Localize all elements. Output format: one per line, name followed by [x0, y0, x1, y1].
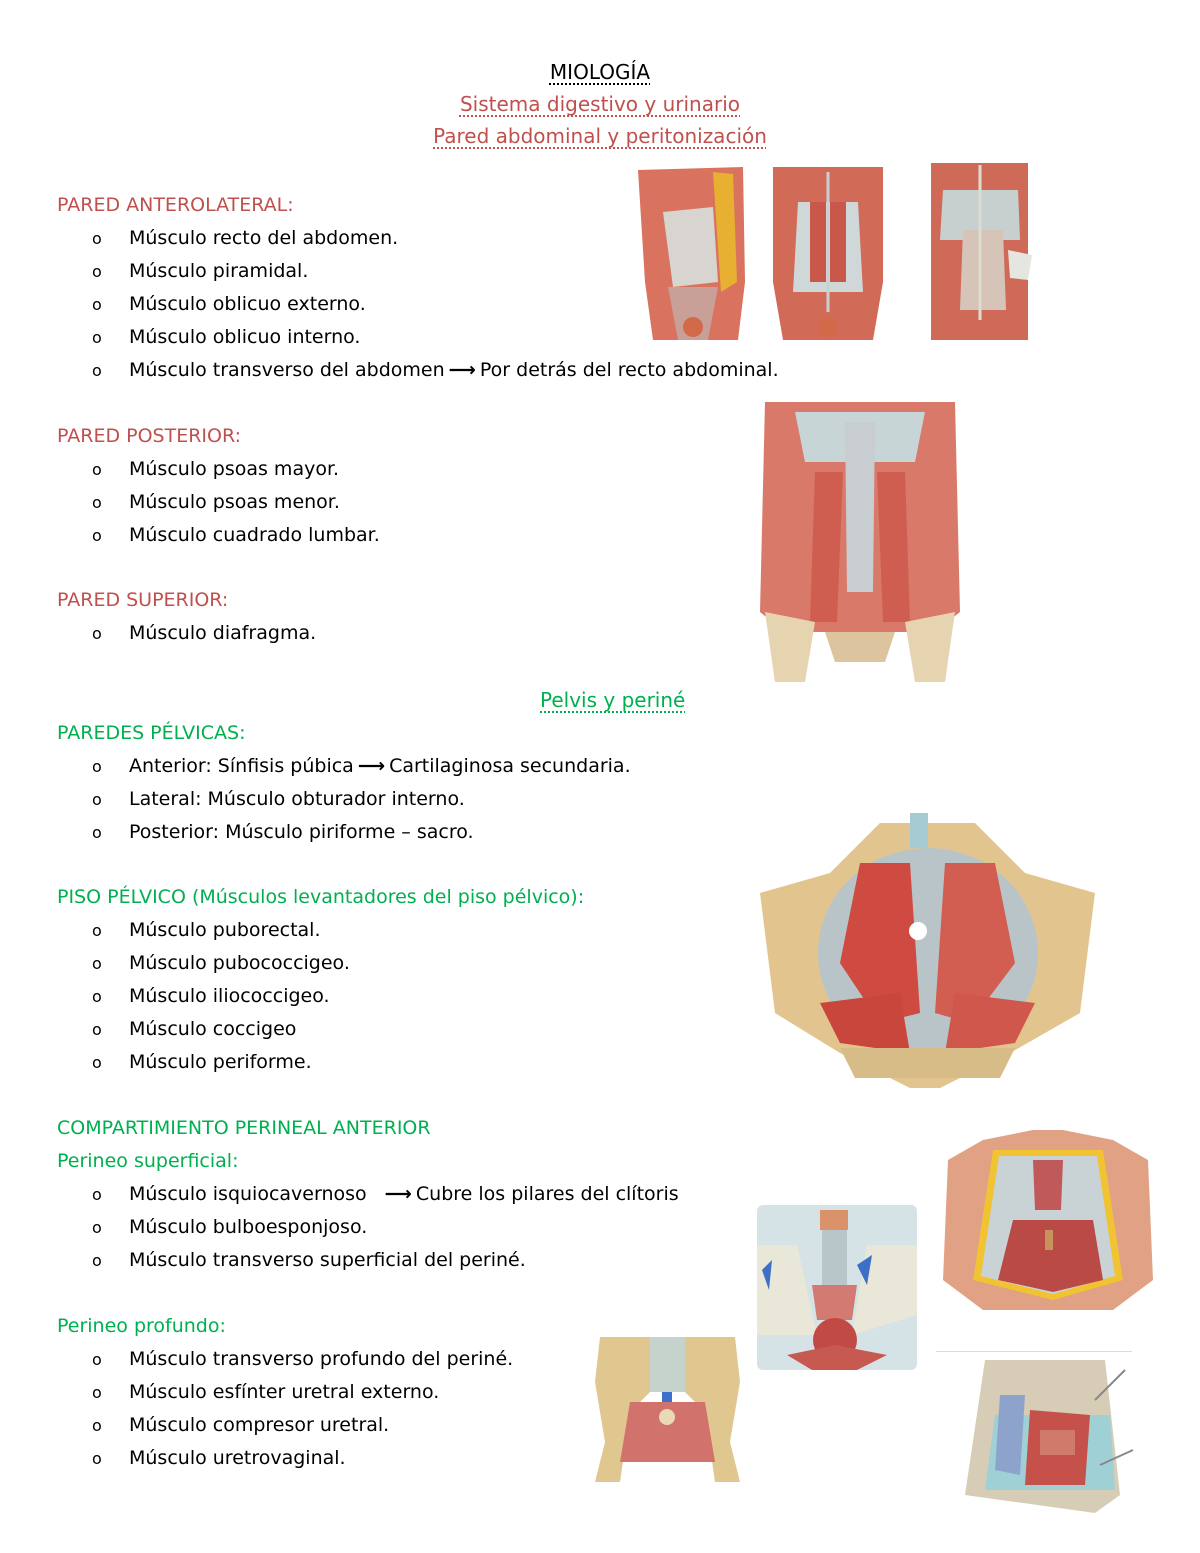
arrow-right-icon: ⟶: [357, 755, 386, 777]
anatomy-figure-perineum-female: [943, 1130, 1153, 1315]
heading-piso-pelvico: PISO PÉLVICO (Músculos levantadores del …: [57, 886, 585, 908]
heading-paredes-pelvicas: PAREDES PÉLVICAS:: [57, 722, 246, 744]
bullet-icon: o: [92, 823, 102, 842]
anatomy-figure-abdominal-wall-3: [928, 160, 1033, 342]
bullet-icon: o: [92, 295, 102, 314]
bullet-icon: o: [92, 361, 102, 380]
bullet-icon: o: [92, 1350, 102, 1369]
bullet-icon: o: [92, 1449, 102, 1468]
anatomy-figure-abdominal-wall-2: [768, 162, 888, 342]
anatomy-figure-pelvic-floor: [760, 813, 1095, 1088]
anatomy-figure-abdominal-wall-1: [633, 162, 751, 342]
bullet-icon: o: [92, 460, 102, 479]
bullet-icon: o: [92, 1383, 102, 1402]
bullet-icon: o: [92, 987, 102, 1006]
bullet-icon: o: [92, 624, 102, 643]
bullet-icon: o: [92, 1185, 102, 1204]
bullet-icon: o: [92, 262, 102, 281]
bullet-icon: o: [92, 790, 102, 809]
heading-compartimiento-perineal-anterior: COMPARTIMIENTO PERINEAL ANTERIOR: [57, 1117, 431, 1139]
document-title: MIOLOGÍA: [549, 60, 651, 84]
bullet-icon: o: [92, 757, 102, 776]
heading-pared-anterolateral: PARED ANTEROLATERAL:: [57, 194, 294, 216]
bullet-icon: o: [92, 493, 102, 512]
bullet-icon: o: [92, 921, 102, 940]
bullet-icon: o: [92, 328, 102, 347]
arrow-right-icon: ⟶: [448, 359, 476, 381]
anatomy-figure-perineum-dissection: [955, 1355, 1135, 1513]
document-subtitle-1: Sistema digestivo y urinario: [459, 92, 740, 116]
heading-perineo-superficial: Perineo superficial:: [57, 1150, 239, 1172]
heading-pared-superior: PARED SUPERIOR:: [57, 589, 229, 611]
anatomy-figure-perineum-male: [757, 1205, 917, 1370]
bullet-icon: o: [92, 1251, 102, 1270]
anatomy-figure-posterior-wall: [755, 392, 965, 682]
bullet-icon: o: [92, 1218, 102, 1237]
bullet-icon: o: [92, 229, 102, 248]
figure-divider: [936, 1351, 1132, 1352]
heading-pared-posterior: PARED POSTERIOR:: [57, 425, 241, 447]
bullet-icon: o: [92, 526, 102, 545]
bullet-icon: o: [92, 1053, 102, 1072]
document-subtitle-2: Pared abdominal y peritonización: [433, 124, 767, 148]
arrow-right-icon: ⟶: [384, 1183, 412, 1205]
section-title-pelvis: Pelvis y periné: [540, 688, 686, 712]
bullet-icon: o: [92, 1020, 102, 1039]
heading-perineo-profundo: Perineo profundo:: [57, 1315, 226, 1337]
bullet-icon: o: [92, 1416, 102, 1435]
bullet-icon: o: [92, 954, 102, 973]
anatomy-figure-perineum-deep: [590, 1332, 745, 1487]
